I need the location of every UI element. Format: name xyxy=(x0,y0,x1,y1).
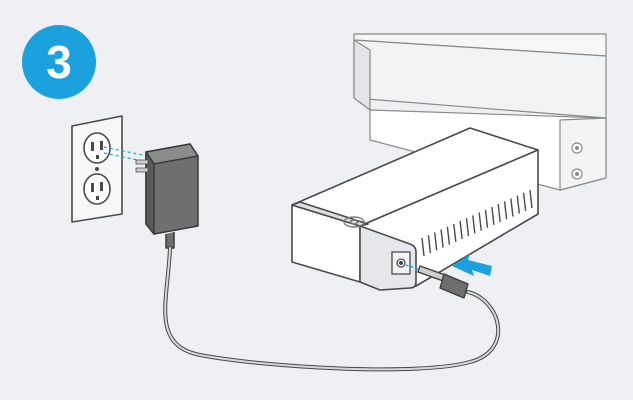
outlet-slot xyxy=(100,141,103,150)
step-badge: 3 xyxy=(22,25,96,99)
device-cap-edge xyxy=(291,201,369,227)
device-vents xyxy=(421,189,533,257)
vent-slot xyxy=(472,215,476,234)
router-side xyxy=(353,39,371,111)
vent-slot xyxy=(459,221,463,240)
outlet-screw xyxy=(95,167,99,171)
device-logo-icon xyxy=(343,216,365,228)
vent-slot xyxy=(434,232,438,251)
outlet-slot xyxy=(91,142,94,151)
vent-slot xyxy=(440,229,444,248)
router-device xyxy=(353,33,607,191)
adapter-prong xyxy=(135,159,149,165)
outlet-ground-hole xyxy=(96,196,99,200)
outlet-slot xyxy=(100,182,103,191)
step-badge-circle xyxy=(22,25,96,99)
dc-barrel-plug xyxy=(405,264,469,299)
vent-slot xyxy=(453,223,457,242)
router-port-panel xyxy=(559,117,607,191)
vent-slot xyxy=(497,204,501,223)
dc-port xyxy=(391,251,411,275)
adapter-prong xyxy=(135,167,149,173)
vent-slot xyxy=(421,237,425,257)
router-antenna-port-2-core xyxy=(575,172,579,176)
adapter-strain-relief xyxy=(165,232,175,249)
vent-slot xyxy=(516,195,520,214)
router-antenna-port-1-core xyxy=(575,146,579,150)
vent-slot xyxy=(529,189,533,209)
dc-port-pin xyxy=(398,260,404,266)
outlet-slot xyxy=(91,183,94,192)
adapter-side xyxy=(145,151,155,235)
dc-guide-line xyxy=(405,264,419,270)
power-adapter-icon xyxy=(135,143,199,249)
vent-slot xyxy=(522,192,527,211)
outlet-ground-hole xyxy=(96,155,99,159)
plug-guide-lines xyxy=(103,146,153,164)
vent-slot xyxy=(484,209,489,228)
vent-slot xyxy=(478,212,482,231)
vent-slot xyxy=(427,235,432,254)
insert-arrow-icon xyxy=(452,254,492,276)
vent-slot xyxy=(491,206,495,225)
vent-slot xyxy=(510,198,514,217)
power-outlet-icon xyxy=(71,115,123,223)
vent-slot xyxy=(503,201,508,220)
dc-plug-grip xyxy=(439,273,469,299)
poe-injector-device xyxy=(291,127,539,291)
step-number: 3 xyxy=(46,36,72,88)
vent-slot xyxy=(446,226,451,245)
outlet-socket-bottom xyxy=(83,173,111,205)
power-cable-highlight xyxy=(164,247,500,371)
vent-slot xyxy=(465,218,470,237)
